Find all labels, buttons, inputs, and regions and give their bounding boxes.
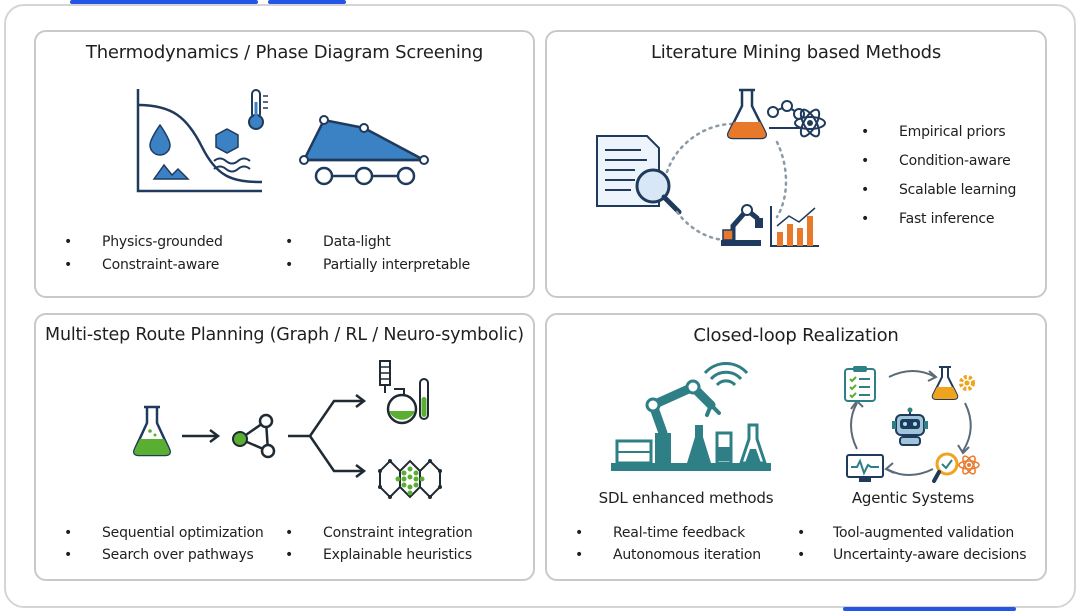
document-search-icon [596, 135, 682, 215]
panel-title: Closed-loop Realization [693, 325, 899, 346]
robot-icon [892, 407, 928, 446]
panel-literature-mining: Literature Mining based Methods [545, 30, 1047, 298]
crystal-lattice-icon [378, 459, 442, 499]
sdl-label: SDL enhanced methods [598, 489, 774, 507]
checklist-icon [844, 366, 876, 402]
gear-flask-icon [931, 366, 975, 400]
panel-title: Literature Mining based Methods [650, 42, 942, 63]
polygon-graph-icon [299, 115, 429, 186]
panel-closed-loop: Closed-loop Realization SDL enhanced met… [545, 313, 1047, 581]
robot-arm-icon [721, 204, 763, 246]
accent-bar [70, 0, 258, 4]
branch-arrows-icon [288, 394, 367, 478]
accent-bar [268, 0, 346, 4]
beaker-icon [132, 405, 172, 457]
distillation-icon [379, 360, 429, 425]
arrow-icon [182, 429, 221, 443]
atom-icon [794, 108, 826, 138]
lab-robot-icon [611, 362, 771, 471]
panel-title: Multi-step Route Planning (Graph / RL / … [45, 325, 524, 345]
panel-thermodynamics: Thermodynamics / Phase Diagram Screening… [34, 30, 535, 298]
panel-route-planning: Multi-step Route Planning (Graph / RL / … [34, 313, 535, 581]
phase-diagram-icon [136, 89, 263, 193]
accent-bar [843, 607, 1016, 611]
flask-icon [726, 88, 768, 140]
graph-node-icon [232, 413, 276, 459]
monitor-icon [846, 454, 884, 482]
magnifier-icon [932, 452, 980, 483]
thermometer-icon [248, 89, 268, 130]
panel-title: Thermodynamics / Phase Diagram Screening [85, 42, 484, 63]
agentic-label: Agentic Systems [851, 489, 975, 507]
bar-chart-icon [770, 206, 819, 247]
